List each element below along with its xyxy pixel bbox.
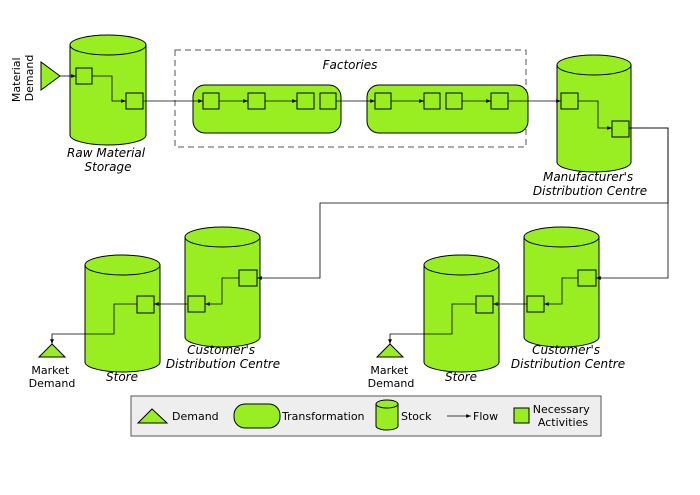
activity-square	[247, 92, 266, 110]
legend-activities-label: Necessary Activities	[533, 403, 594, 429]
legend-stock-icon	[375, 399, 399, 431]
activity-square	[475, 295, 494, 314]
activity-square	[577, 269, 597, 287]
market-demand-left-triangle	[37, 343, 67, 358]
raw-material-storage-stock	[69, 34, 147, 146]
legend: Demand Transformation Stock Flow Necessa…	[130, 395, 602, 437]
customers-dc-right-label: Customer's Distribution Centre	[511, 343, 625, 371]
legend-transformation-label: Transformation	[281, 410, 365, 423]
legend-activities-icon	[513, 407, 530, 424]
market-demand-left-label: Market Demand	[29, 364, 76, 390]
activity-square	[75, 67, 93, 85]
factories-boundary	[174, 49, 527, 148]
manufacturers-dc-label: Manufacturer's Distribution Centre	[533, 170, 647, 198]
customers-distribution-centre-left-stock	[184, 226, 261, 348]
activity-square	[125, 92, 144, 110]
activity-square	[374, 92, 392, 110]
store-right-label: Store	[445, 370, 477, 384]
market-demand-right-label: Market Demand	[368, 364, 415, 390]
activity-square	[319, 92, 337, 110]
customers-dc-left-label: Customer's Distribution Centre	[166, 343, 280, 371]
store-left-stock	[84, 254, 161, 373]
activity-square	[136, 295, 155, 314]
activity-square	[202, 92, 220, 110]
store-left-label: Store	[106, 370, 138, 384]
legend-transformation-icon	[233, 403, 281, 429]
legend-flow-label: Flow	[473, 410, 498, 423]
raw-material-storage-label: Raw Material Storage	[67, 146, 149, 174]
factories-label: Factories	[323, 58, 378, 72]
legend-stock-label: Stock	[401, 410, 432, 423]
activity-square	[490, 92, 509, 110]
material-demand-triangle	[40, 61, 61, 91]
customers-distribution-centre-right-stock	[523, 226, 600, 348]
material-demand-label: Material Demand	[10, 54, 36, 102]
activity-square	[238, 269, 258, 287]
legend-demand-icon	[136, 408, 169, 424]
market-demand-right-triangle	[375, 343, 405, 358]
legend-demand-label: Demand	[172, 410, 219, 423]
activity-square	[445, 92, 463, 110]
activity-square	[611, 120, 630, 138]
activity-square	[296, 92, 315, 110]
activity-squares	[75, 67, 630, 314]
manufacturers-distribution-centre-stock	[556, 54, 632, 173]
activity-square	[187, 295, 206, 313]
activity-square	[560, 92, 579, 110]
activity-square	[423, 92, 441, 110]
activity-square	[526, 295, 545, 313]
flow-lines	[50, 74, 669, 344]
